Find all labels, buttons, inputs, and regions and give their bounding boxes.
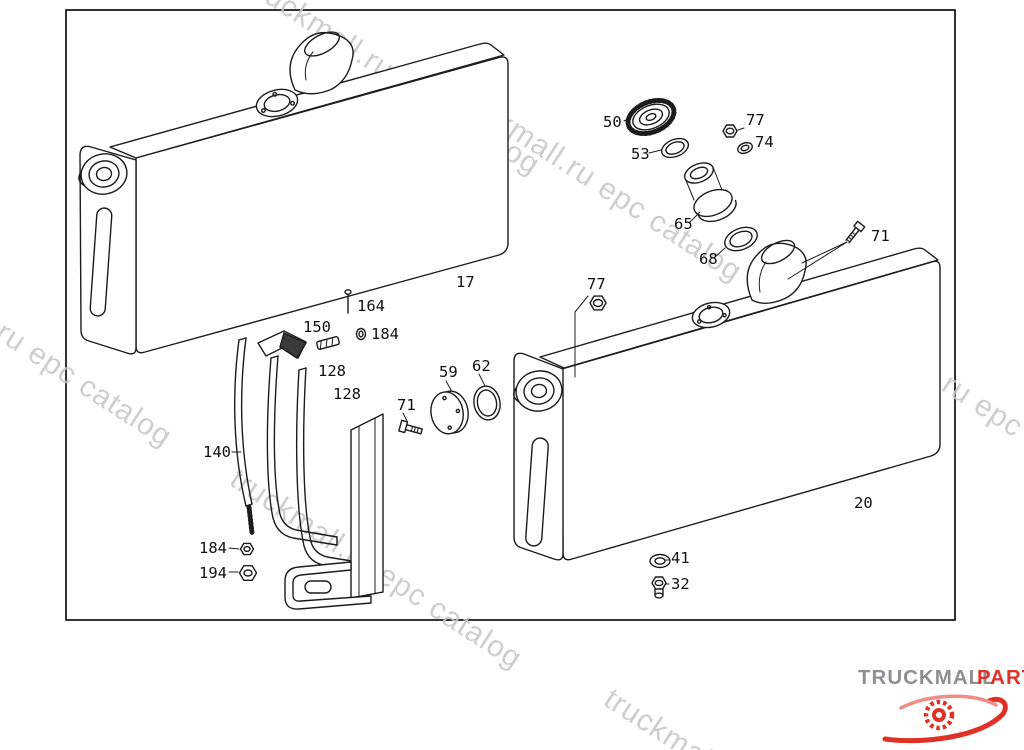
mounting-bracket — [284, 413, 384, 610]
part-label-184: 184 — [199, 539, 227, 557]
sender-plate-59 — [430, 390, 469, 435]
small-parts — [316, 97, 866, 599]
knurled-cap-50 — [625, 97, 677, 137]
mounting-hardware — [234, 330, 384, 610]
part-label-41: 41 — [671, 549, 690, 567]
filler-fitting-65 — [683, 162, 737, 223]
tank20-filler-opening — [760, 239, 796, 265]
tank17-end-face — [79, 145, 137, 355]
strap-threaded-rod — [246, 504, 255, 536]
tank17-mounting-slot — [89, 207, 113, 317]
drain-plug-32 — [651, 576, 667, 599]
tank17-neck-fold — [304, 51, 314, 81]
bracket-slot — [304, 580, 332, 594]
part-label-140: 140 — [203, 443, 231, 461]
tank17-fuel-cap — [255, 88, 299, 118]
gear-icon — [923, 699, 955, 731]
part-label-65: 65 — [674, 215, 693, 233]
ring-184-upper — [355, 327, 367, 341]
washer-74 — [737, 141, 753, 155]
diagram-frame — [65, 9, 956, 621]
part-label-184: 184 — [371, 325, 399, 343]
logo-text-truckmall: TRUCKMALL — [858, 666, 996, 689]
tank20-sender-boss — [513, 370, 563, 412]
part-label-128: 128 — [318, 362, 346, 380]
part-label-32: 32 — [671, 575, 690, 593]
part-label-68: 68 — [699, 250, 718, 268]
part-label-62: 62 — [472, 357, 491, 375]
tension-strap-140 — [234, 337, 255, 536]
part-labels: 50 53 77 74 65 68 71 17 77 164 150 184 128 128 59 62 71 1… — [199, 111, 890, 593]
part-label-77: 77 — [746, 111, 765, 129]
tank20-front-face — [561, 260, 941, 561]
tank-strap-128a — [266, 355, 338, 546]
nut-77-upper — [722, 124, 738, 138]
fuel-tank-20 — [513, 239, 941, 561]
gasket-62 — [473, 385, 501, 421]
bolt-71-top — [845, 220, 866, 244]
strap-clamp-end — [279, 332, 307, 359]
tank17-sender-boss — [78, 153, 128, 195]
part-label-164: 164 — [357, 297, 385, 315]
nut-184 — [239, 542, 255, 556]
part-label-74: 74 — [755, 133, 774, 151]
spacer-150 — [316, 336, 340, 350]
part-label-128: 128 — [333, 385, 361, 403]
bolt-71-mid — [398, 419, 423, 435]
part-label-53: 53 — [631, 145, 650, 163]
logo-gear-swoosh — [882, 694, 1008, 744]
part-label-50: 50 — [603, 113, 622, 131]
part-label-194: 194 — [199, 564, 227, 582]
truckmall-logo: TRUCKMALL PARTS — [858, 666, 1024, 744]
tank20-top-face — [539, 247, 939, 369]
grommet-41 — [649, 553, 671, 569]
leader-lines — [228, 117, 848, 585]
nut-77-lower — [589, 295, 607, 311]
watermark-text: truckmall.ru epc catalog — [598, 682, 902, 750]
tank17-front-face — [135, 56, 509, 354]
part-label-150: 150 — [303, 318, 331, 336]
seal-ring-53 — [660, 137, 690, 159]
gasket-ring-68 — [724, 226, 758, 252]
part-label-17: 17 — [456, 273, 475, 291]
part-label-59: 59 — [439, 363, 458, 381]
tank20-mounting-slot — [525, 437, 549, 547]
nut-194 — [238, 564, 258, 582]
tank20-fuel-cap — [691, 301, 731, 329]
tank17-top-face — [109, 42, 505, 159]
part-label-71: 71 — [871, 227, 890, 245]
part-label-77: 77 — [587, 275, 606, 293]
part-label-71: 71 — [397, 396, 416, 414]
fuel-tank-17 — [78, 31, 509, 355]
tank17-filler-opening — [304, 31, 340, 57]
logo-text-parts: PARTS — [977, 666, 1024, 689]
pin-164 — [344, 289, 352, 314]
part-label-20: 20 — [854, 494, 873, 512]
tank20-neck-fold — [758, 261, 767, 293]
